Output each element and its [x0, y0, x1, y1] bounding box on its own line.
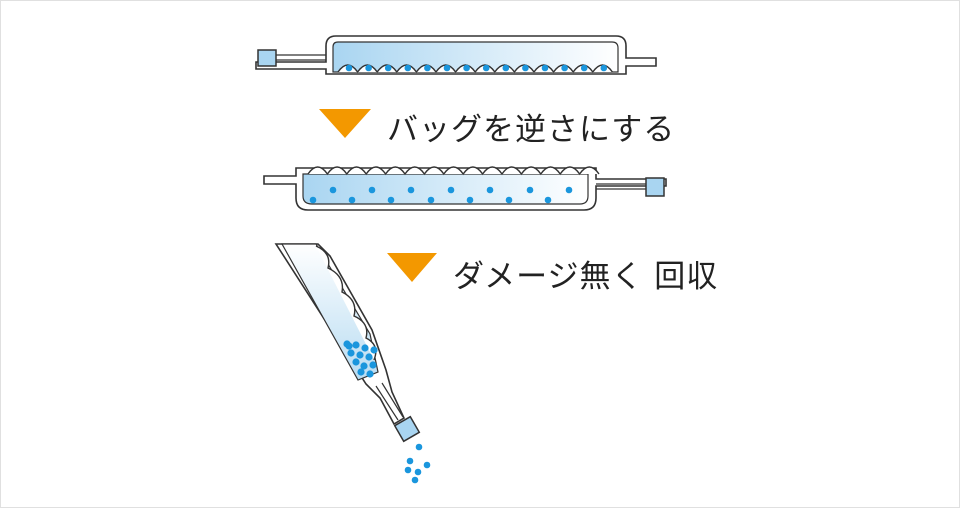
bag-inverted: [263, 166, 667, 211]
falling-beads: [404, 443, 431, 484]
bead: [414, 468, 422, 476]
bead: [369, 361, 377, 369]
bead: [406, 457, 414, 465]
bead: [600, 64, 608, 72]
step-label-recover: ダメージ無く 回収: [453, 259, 719, 295]
bead: [352, 358, 360, 366]
bead: [486, 186, 494, 194]
bead: [347, 349, 355, 357]
bead: [427, 196, 435, 204]
bag-valve: [393, 415, 421, 443]
bead: [502, 64, 510, 72]
bead: [361, 344, 369, 352]
down-arrow-icon: [387, 253, 437, 282]
bead: [463, 64, 470, 72]
bag-valve: [257, 49, 277, 67]
bead: [404, 466, 412, 474]
bead: [544, 196, 552, 204]
bead: [580, 64, 588, 72]
bead: [384, 64, 392, 72]
bead: [423, 461, 431, 469]
bead: [526, 186, 534, 194]
bead: [365, 353, 373, 361]
bead: [365, 64, 372, 72]
bead: [415, 443, 423, 451]
bead: [482, 64, 490, 72]
bead: [329, 186, 337, 194]
bead: [424, 64, 431, 72]
bead: [360, 362, 368, 370]
bag-upright: [255, 35, 657, 75]
bead: [387, 196, 395, 204]
bead: [505, 196, 513, 204]
bead: [368, 186, 376, 194]
bead: [352, 341, 360, 349]
bead: [407, 186, 415, 194]
bead: [466, 196, 474, 204]
down-arrow-icon: [319, 109, 371, 138]
step-label-invert: バッグを逆さにする: [387, 112, 676, 148]
bead: [357, 368, 365, 376]
bead: [443, 64, 451, 72]
bead: [370, 346, 378, 354]
bead: [345, 342, 353, 350]
bead: [447, 186, 455, 194]
bag-valve: [645, 177, 665, 197]
bead: [348, 196, 356, 204]
bead: [309, 196, 317, 204]
bead: [522, 64, 529, 72]
bead: [404, 64, 412, 72]
bead: [356, 351, 364, 359]
bead: [561, 64, 568, 72]
bead: [366, 370, 374, 378]
bead: [411, 476, 419, 484]
bead: [541, 64, 549, 72]
bag-pouring: [274, 243, 431, 484]
bead: [565, 186, 573, 194]
bead: [345, 64, 353, 72]
